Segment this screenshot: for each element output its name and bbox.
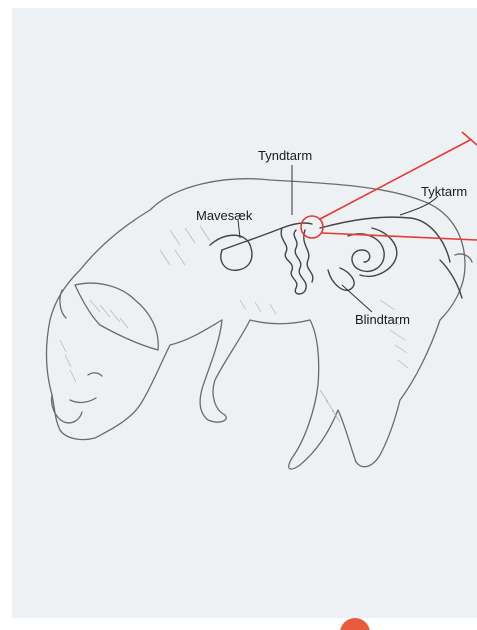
small-intestine-coils [281,228,306,294]
label-tyktarm: Tyktarm [421,184,467,199]
large-intestine-spiral [348,234,384,271]
cecum-shape [328,268,354,290]
zoom-circle [301,216,323,238]
label-blindtarm: Blindtarm [355,312,410,327]
stomach-shape [210,235,252,270]
zoom-line-lower [322,233,477,240]
label-mavesaek: Mavesæk [196,208,252,223]
label-tyndtarm: Tyndtarm [258,148,312,163]
zoom-line-upper [320,140,470,219]
label-leaders [238,165,438,312]
leader-blindtarm [342,285,372,312]
digestive-tract [210,217,462,298]
